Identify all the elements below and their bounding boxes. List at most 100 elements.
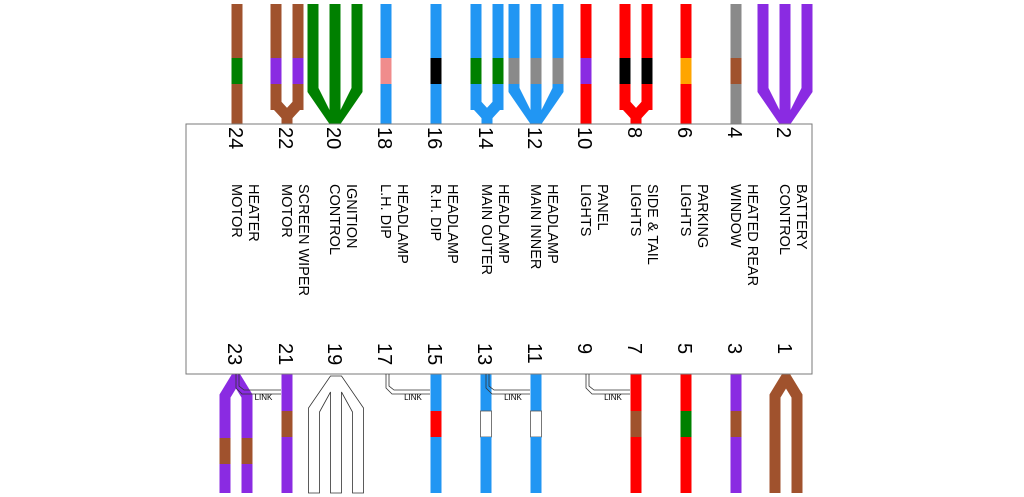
wire-band (380, 4, 392, 58)
function-label-line: IGNITION (343, 184, 359, 248)
wire-band (530, 374, 542, 411)
wire-tip (680, 376, 692, 388)
wire-band (630, 411, 642, 437)
pin-number-1: 1 (773, 343, 795, 354)
wire-band (730, 4, 742, 58)
pin-number-17: 17 (373, 343, 395, 365)
link-9-7: LINK (585, 374, 630, 402)
wire-pin-24 (231, 4, 243, 124)
wire-band (380, 58, 392, 84)
wire-band (281, 114, 293, 124)
wire-band (281, 437, 293, 493)
wire-band (430, 58, 442, 84)
wire-band (270, 58, 282, 84)
wire-band (380, 84, 392, 124)
link-connectors: LINK LINK LINK LINK (235, 374, 630, 402)
wire-band (492, 58, 504, 84)
wire-triple-fan (307, 4, 363, 124)
pin-number-10: 10 (573, 127, 595, 149)
pin-number-7: 7 (623, 343, 645, 354)
pin-number-24: 24 (224, 127, 246, 149)
wire-band (580, 84, 592, 124)
wire-pin-7 (630, 374, 642, 493)
wire-pin-22 (270, 4, 304, 125)
wire-band (508, 58, 520, 84)
wire-pin-4 (730, 4, 742, 124)
wire-band (231, 4, 243, 58)
pin-number-22: 22 (274, 127, 296, 149)
wire-pin-23 (219, 367, 253, 493)
function-label-line: MOTOR (278, 184, 294, 238)
function-label-line: HEADLAMP (495, 184, 511, 264)
wire-band (680, 58, 692, 84)
fuse-box-body (185, 123, 813, 375)
function-label-line: LIGHTS (677, 184, 693, 236)
wire-band (630, 437, 642, 493)
wire-pin-12 (508, 4, 564, 124)
pin-number-11: 11 (523, 343, 545, 364)
wire-band (492, 4, 504, 58)
wire-band (430, 4, 442, 58)
pin-number-16: 16 (423, 127, 445, 149)
function-label-line: SIDE & TAIL (644, 184, 660, 265)
wire-band (641, 58, 653, 84)
wire-band (281, 374, 293, 411)
wire-pin-20 (307, 4, 363, 124)
wire-pin-10 (580, 4, 592, 124)
wire-pin-2 (757, 4, 813, 124)
wire-band (430, 84, 442, 124)
function-label-line: MAIN INNER (527, 184, 543, 269)
wire-fork (769, 367, 803, 493)
wire-band (480, 410, 492, 438)
link-17-15: LINK (385, 374, 430, 402)
pin-number-21: 21 (274, 343, 296, 365)
pin-number-19: 19 (323, 343, 345, 365)
wire-fork (219, 367, 253, 493)
wire-pin-11 (530, 374, 542, 493)
link-13-11: LINK (485, 374, 530, 402)
wire-band (619, 58, 631, 84)
wire-band (430, 374, 442, 411)
function-label-line: PARKING (694, 184, 710, 248)
wire-band (430, 411, 442, 437)
function-label-line: WINDOW (727, 184, 743, 248)
wire-pin-14 (470, 4, 504, 125)
wire-band (530, 410, 542, 438)
wire-tip (730, 376, 742, 388)
pin-number-15: 15 (423, 343, 445, 365)
wire-band (680, 411, 692, 437)
pin-number-18: 18 (373, 127, 395, 149)
wire-band (730, 58, 742, 84)
wire-band (292, 58, 304, 84)
wire-band (231, 58, 243, 84)
wire-band (481, 114, 493, 124)
pin-number-23: 23 (223, 343, 245, 365)
pin-number-9: 9 (573, 343, 595, 354)
function-label-line: BATTERY (793, 184, 809, 250)
wire-band (619, 4, 631, 58)
function-label-line: HEATER (245, 184, 261, 242)
link-label: LINK (255, 393, 273, 402)
wire-band (730, 84, 742, 124)
function-label-line: CONTROL (776, 184, 792, 255)
wire-tip (281, 376, 293, 388)
wire-pin-6 (680, 4, 692, 124)
link-label: LINK (504, 393, 522, 402)
top-wires (231, 4, 813, 125)
wire-band (219, 438, 231, 464)
pin-number-12: 12 (523, 127, 545, 149)
wire-band (281, 411, 293, 437)
function-label-line: LIGHTS (627, 184, 643, 236)
link-label: LINK (404, 393, 422, 402)
wire-pin-19 (308, 375, 364, 494)
